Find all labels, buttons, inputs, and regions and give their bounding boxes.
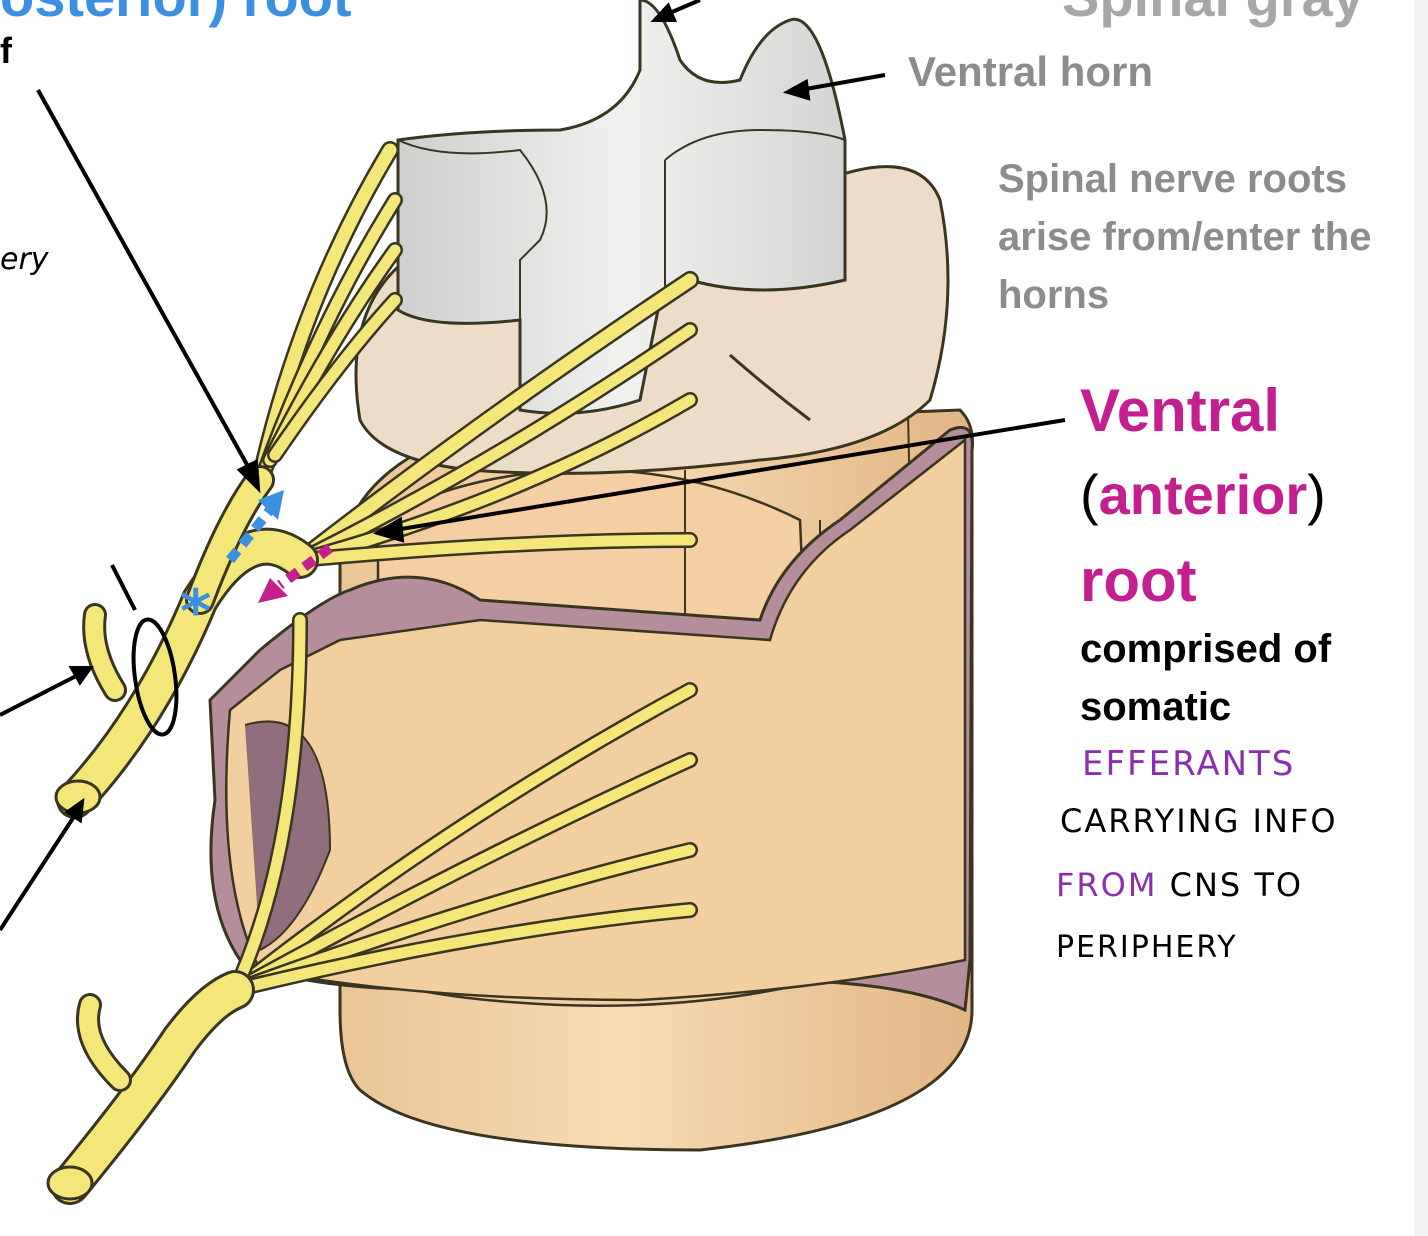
left-handwriting: ery: [0, 242, 49, 277]
anterior-close-paren: ): [1307, 463, 1326, 526]
anterior-label: (anterior): [1080, 462, 1326, 527]
handwriting-from: FROM: [1056, 866, 1158, 904]
afferent-arrow: [226, 490, 284, 564]
posterior-root-heading: osterior) root: [0, 0, 352, 29]
anterior-word: anterior: [1098, 463, 1308, 526]
ganglion-asterisk: *: [180, 577, 211, 647]
handwriting-carrying: CARRYING INFO: [1060, 802, 1338, 840]
pointer-arrows: [0, 0, 1066, 932]
spinal-nerve-upper: [54, 465, 319, 819]
spinal-gray-heading: Spinal gray: [1062, 0, 1364, 29]
spinal-nerve-circle: [131, 617, 179, 737]
efferent-arrow: [258, 543, 333, 603]
ventral-horn-label: Ventral horn: [908, 48, 1154, 95]
roots-note: Spinal nerve roots arise from/enter the …: [998, 157, 1372, 317]
root-label: root: [1080, 547, 1197, 614]
page-edge: [1414, 0, 1428, 1236]
comprised-text: comprised of somatic: [1080, 627, 1332, 729]
ventral-label: Ventral: [1080, 377, 1281, 444]
left-fragment-text: f: [0, 30, 12, 71]
lower-rootlets: [227, 612, 698, 998]
spinal-nerve-lower: [46, 970, 255, 1205]
handwriting-periphery: PERIPHERY: [1056, 930, 1238, 965]
anterior-open-paren: (: [1080, 463, 1099, 526]
handwriting-cns: CNS TO: [1169, 866, 1304, 904]
handwriting-from-line: FROM CNS TO: [1056, 866, 1303, 904]
dorsal-rootlets: [251, 141, 403, 489]
ventral-rootlets: [291, 271, 699, 569]
handwriting-efferents: EFFERANTS: [1082, 744, 1296, 784]
